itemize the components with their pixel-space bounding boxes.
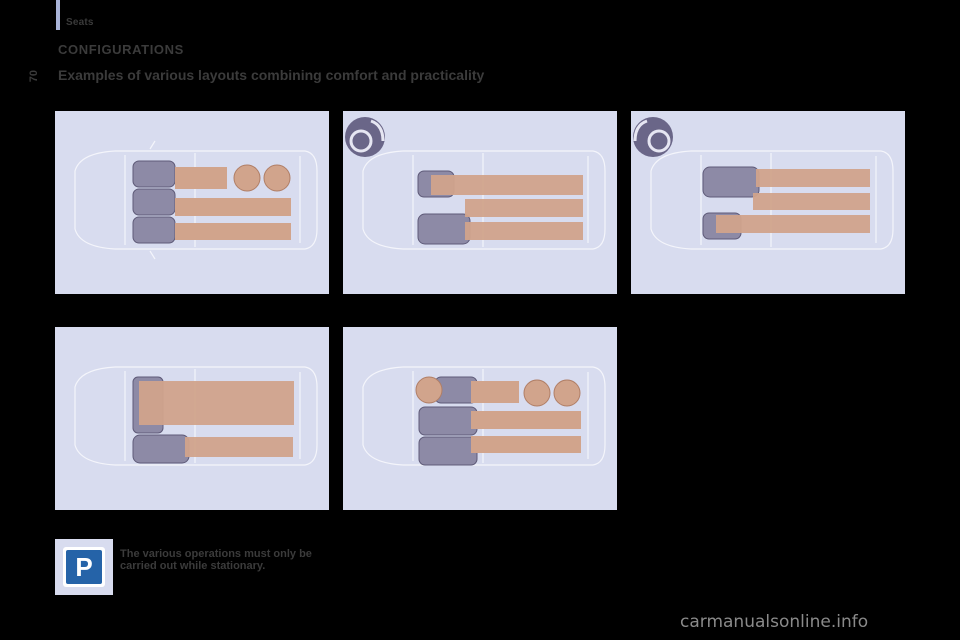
- page-heading: CONFIGURATIONS: [58, 42, 184, 57]
- figure-layout-4: [55, 327, 329, 510]
- steering-wheel-icon: [345, 117, 385, 157]
- seat-row-icon: [132, 160, 176, 244]
- steering-wheel-icon: [633, 117, 673, 157]
- cargo-icon: [431, 175, 583, 240]
- cargo-icon: [139, 381, 294, 457]
- car-layout-illustration: [74, 140, 318, 260]
- page-number: 70: [28, 70, 40, 83]
- cargo-icon: [415, 376, 581, 453]
- figure-layout-2: [343, 111, 617, 294]
- section-accent-bar: [56, 0, 60, 30]
- page-subheading: Examples of various layouts combining co…: [58, 67, 485, 83]
- figure-layout-3: [631, 111, 905, 294]
- section-label: Seats: [66, 17, 94, 28]
- cargo-icon: [175, 164, 291, 240]
- watermark: carmanualsonline.info: [680, 612, 869, 632]
- figure-layout-5: [343, 327, 617, 510]
- cargo-icon: [716, 169, 870, 233]
- figure-layout-1: [55, 111, 329, 294]
- parking-icon: P: [55, 539, 113, 595]
- note-text: The various operations must only be carr…: [120, 548, 312, 572]
- seat-row-icon: [418, 376, 478, 466]
